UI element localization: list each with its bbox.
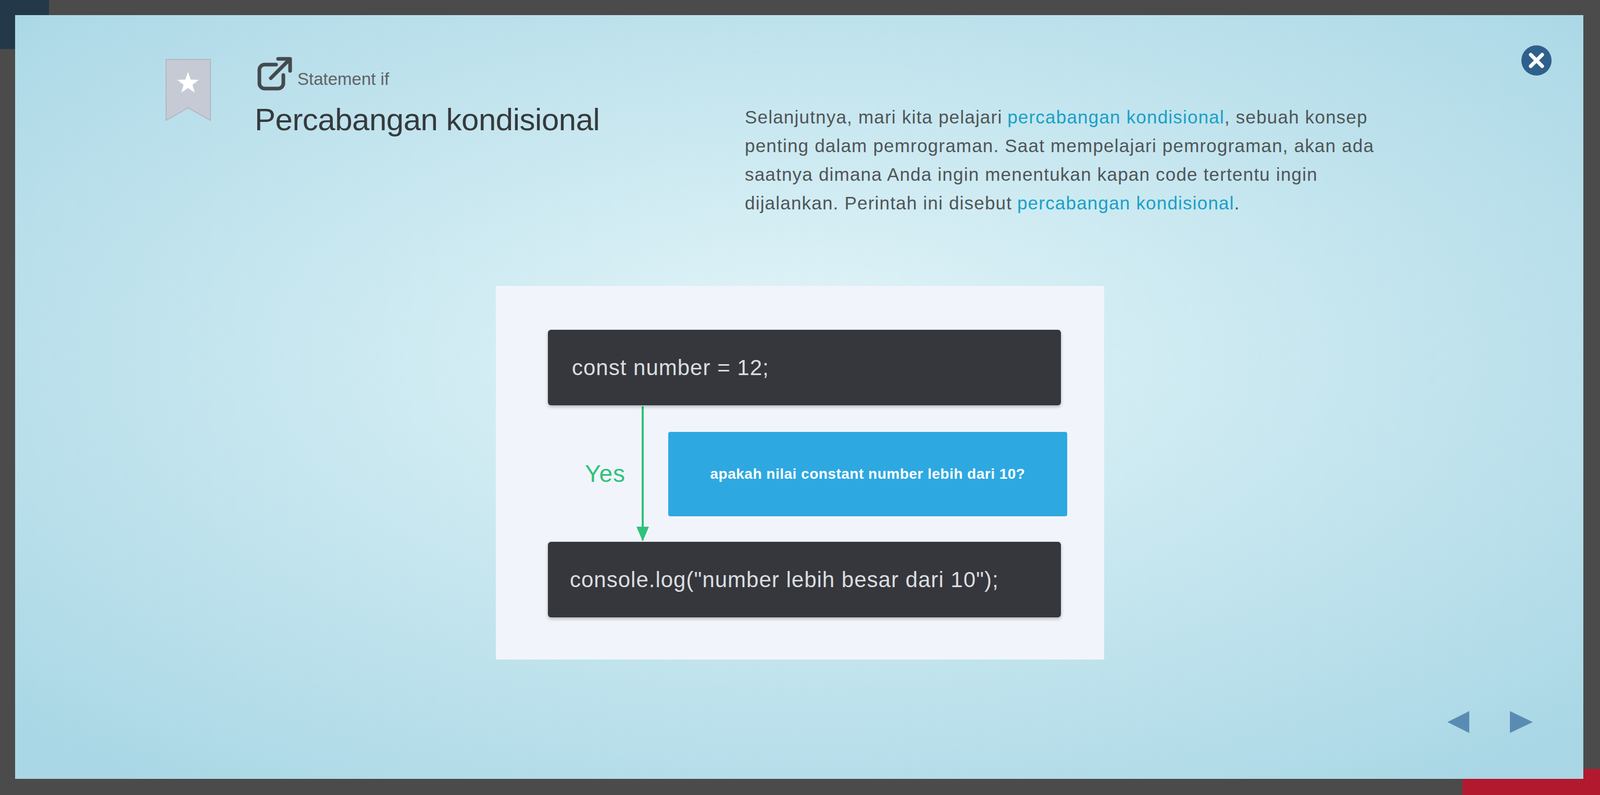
page-title: Percabangan kondisional (254, 101, 600, 138)
code-line: const number = 12; (571, 355, 770, 381)
highlight-term: percabangan kondisional (1017, 192, 1235, 214)
intro-paragraph: Selanjutnya, mari kita pelajaripercabang… (744, 102, 1417, 218)
next-arrow (1509, 710, 1533, 733)
flow-arrow (641, 406, 644, 541)
close-button (1521, 45, 1552, 76)
paragraph-text: . (1234, 192, 1241, 214)
modal-panel (15, 15, 1584, 779)
highlight-term: percabangan kondisional (1007, 106, 1225, 128)
close-cross (1530, 54, 1543, 67)
callout-text: apakah nilai constant number lebih dari … (710, 465, 1026, 483)
title-text: Percabangan kondisional (254, 101, 600, 138)
bookmark-star (177, 71, 199, 93)
illustration-panel (495, 285, 1105, 660)
question-callout: apakah nilai constant number lebih dari … (668, 431, 1068, 517)
section-label: Statement if (297, 69, 390, 90)
prev-arrow (1447, 710, 1470, 733)
code-line: console.log("number lebih besar dari 10"… (569, 567, 999, 593)
breadcrumb: Statement if (297, 69, 390, 90)
external-link-arrow (270, 58, 291, 79)
code-box: console.log("number lebih besar dari 10"… (547, 541, 1061, 618)
bookmark-ribbon (166, 59, 211, 121)
paragraph-text: Selanjutnya, mari kita pelajari (744, 106, 1003, 128)
code-box: const number = 12; (547, 329, 1061, 406)
edge-label: Yes (584, 459, 626, 488)
